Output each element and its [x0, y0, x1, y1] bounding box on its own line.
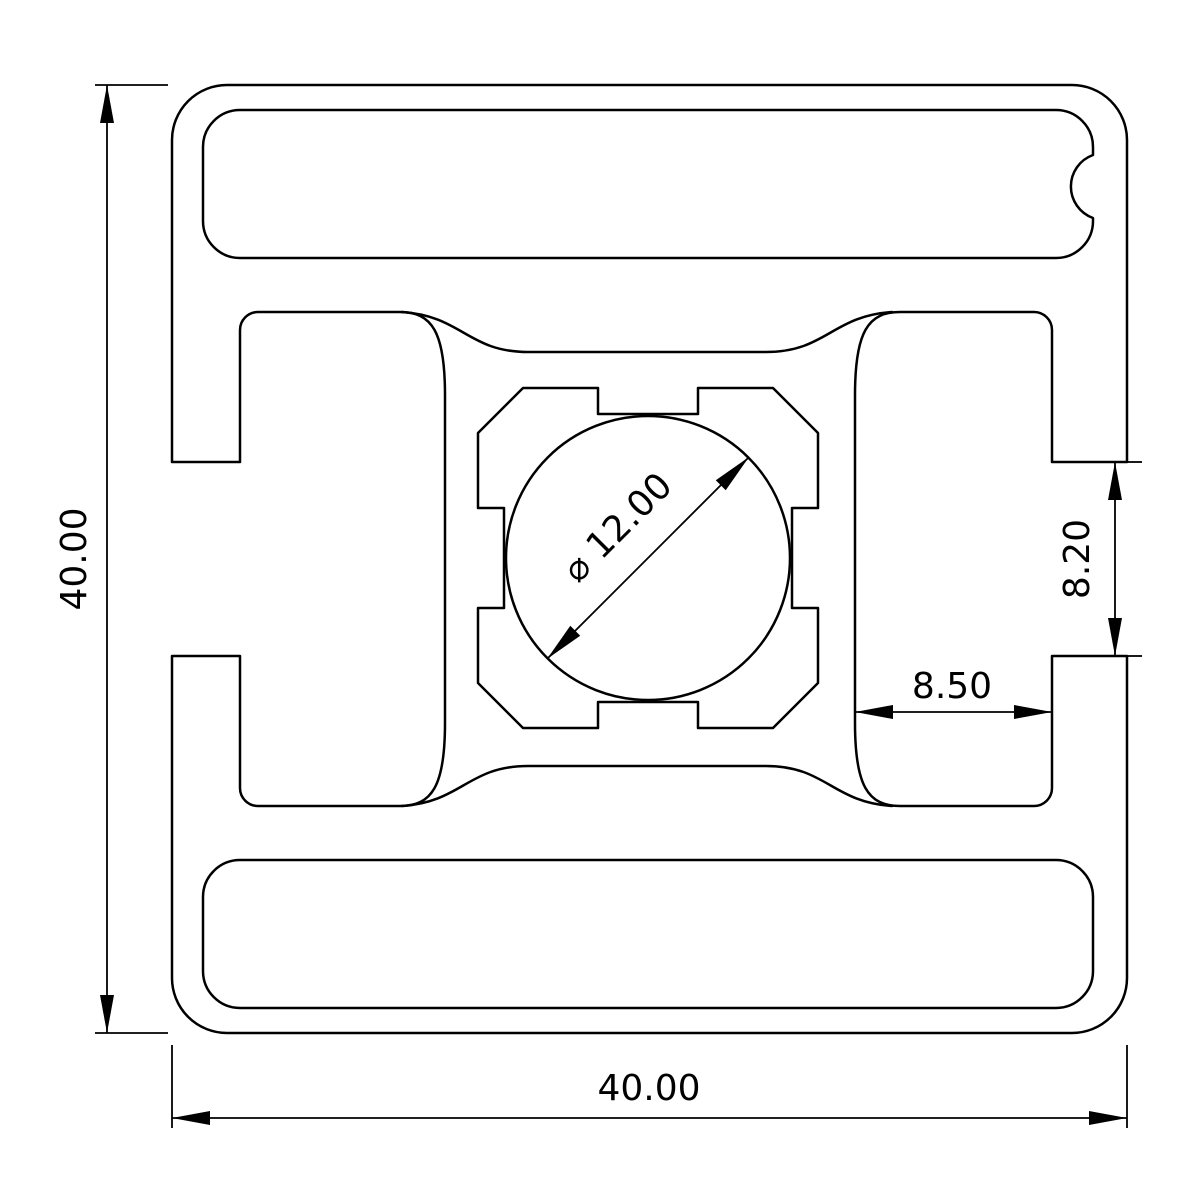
- dim-overall-height: 40.00: [54, 84, 168, 1034]
- arrow-right-icon: [1014, 705, 1052, 719]
- arrow-left-icon: [855, 705, 893, 719]
- arrow-right-icon: [1089, 1111, 1127, 1125]
- bottom-chamber-cavity: [201, 858, 1095, 1010]
- top-chamber-cavity: [201, 108, 1095, 260]
- dim-label-bore-diameter: ⌀ 12.00: [555, 465, 680, 590]
- dim-slot-cavity-width: 8.50: [855, 666, 1052, 719]
- dim-center-bore: ⌀ 12.00: [546, 456, 750, 660]
- arrow-down-icon: [1108, 618, 1122, 656]
- profile-geometry: [170, 83, 1129, 1035]
- profile-outer-contour: [170, 83, 1129, 1035]
- bottom-wall-inner-line: [400, 764, 894, 808]
- dim-label-width: 40.00: [597, 1068, 700, 1109]
- arrow-up-icon: [100, 85, 114, 123]
- arrow-down-left-icon: [547, 625, 581, 659]
- dim-overall-width: 40.00: [171, 1045, 1128, 1128]
- dim-line: [546, 456, 750, 660]
- arrow-down-icon: [100, 995, 114, 1033]
- dim-label-cavity-width: 8.50: [912, 666, 992, 707]
- arrow-left-icon: [172, 1111, 210, 1125]
- top-wall-inner-line: [400, 310, 894, 354]
- dim-label-height: 40.00: [54, 507, 95, 610]
- center-bore-gear-outline: [476, 386, 820, 730]
- arrow-up-icon: [1108, 462, 1122, 500]
- dim-slot-opening: 8.20: [1057, 461, 1142, 657]
- arrow-up-right-icon: [715, 457, 749, 491]
- dim-label-slot-opening: 8.20: [1057, 519, 1098, 599]
- center-bore-circle: [504, 414, 792, 702]
